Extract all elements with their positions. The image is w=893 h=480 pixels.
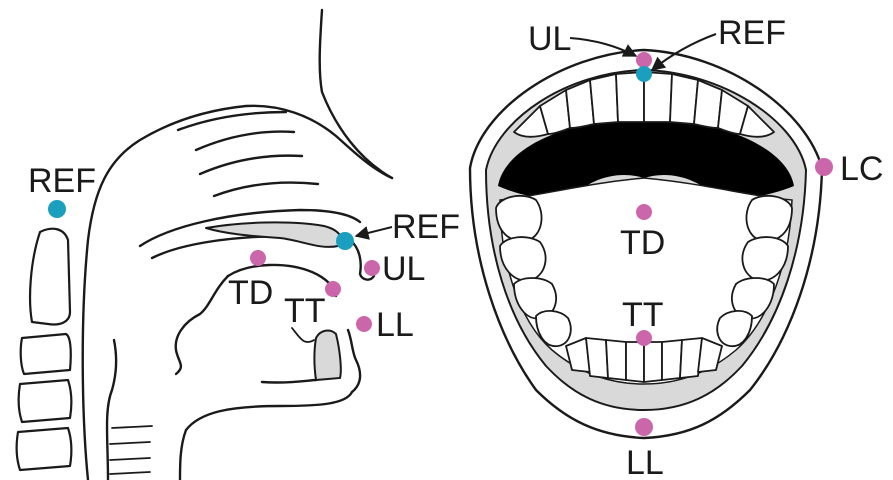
ul-sensor-frontal: [636, 52, 652, 68]
upper-incisor-sagittal: [206, 222, 342, 247]
lower-tooth: [586, 338, 608, 378]
td-label-frontal: TD: [620, 224, 665, 262]
ref-head-label: REF: [28, 162, 96, 200]
cervical-vertebrae: [17, 229, 72, 470]
ll-label-sagittal: LL: [376, 306, 414, 344]
lower-incisor-sagittal: [315, 331, 341, 380]
nasal-turbinate-3: [200, 156, 302, 174]
chin-neck-outline: [180, 392, 352, 480]
nasal-turbinate-1: [178, 112, 286, 130]
jaw-floor: [262, 380, 316, 383]
trachea-ring-2: [110, 442, 150, 444]
lc-sensor: [815, 158, 833, 176]
trachea-ring-4: [110, 472, 150, 474]
ll-sensor-frontal: [635, 418, 653, 436]
upper-tooth: [590, 74, 618, 124]
lc-label: LC: [840, 150, 883, 188]
sagittal-view: REF REF UL TD TT LL: [17, 10, 460, 480]
lower-tooth: [644, 342, 662, 382]
td-sensor-frontal: [636, 204, 652, 220]
vertebra-4: [17, 428, 72, 470]
frontal-view: UL REF LC TD TT LL: [470, 14, 883, 480]
tt-label-sagittal: TT: [284, 292, 326, 330]
nasal-turbinate-4: [214, 183, 318, 197]
tt-label-frontal: TT: [622, 296, 664, 334]
td-label-sagittal: TD: [228, 274, 273, 312]
vertebra-2: [21, 334, 71, 374]
tongue-back: [176, 276, 228, 374]
td-sensor-sagittal: [250, 250, 266, 266]
nasal-turbinate-2: [196, 132, 294, 150]
palate-lower: [152, 236, 290, 258]
lower-lip-sagittal: [348, 330, 360, 392]
mouth-floor: [292, 328, 314, 342]
ref-sensor-teeth: [336, 232, 354, 250]
trachea-ring-3: [110, 458, 150, 460]
ref-sensor-frontal: [636, 66, 652, 82]
ref-label-frontal: REF: [718, 14, 786, 52]
vertebra-3: [19, 380, 72, 422]
lower-tooth: [626, 342, 644, 382]
ll-label-frontal: LL: [626, 444, 664, 480]
tt-sensor-sagittal: [325, 281, 341, 297]
vertebra-1: [30, 229, 70, 325]
ul-sensor-sagittal: [364, 260, 380, 276]
ref-sensor-head: [48, 200, 66, 218]
ref-teeth-label: REF: [392, 208, 460, 246]
ll-sensor-sagittal: [356, 316, 372, 332]
lower-tooth: [606, 340, 626, 380]
lower-tooth: [662, 340, 682, 380]
ul-label-frontal: UL: [528, 20, 571, 58]
ref-pointer-arrow: [356, 227, 392, 236]
ul-label-sagittal: UL: [382, 250, 425, 288]
trachea-ring-1: [112, 426, 152, 428]
